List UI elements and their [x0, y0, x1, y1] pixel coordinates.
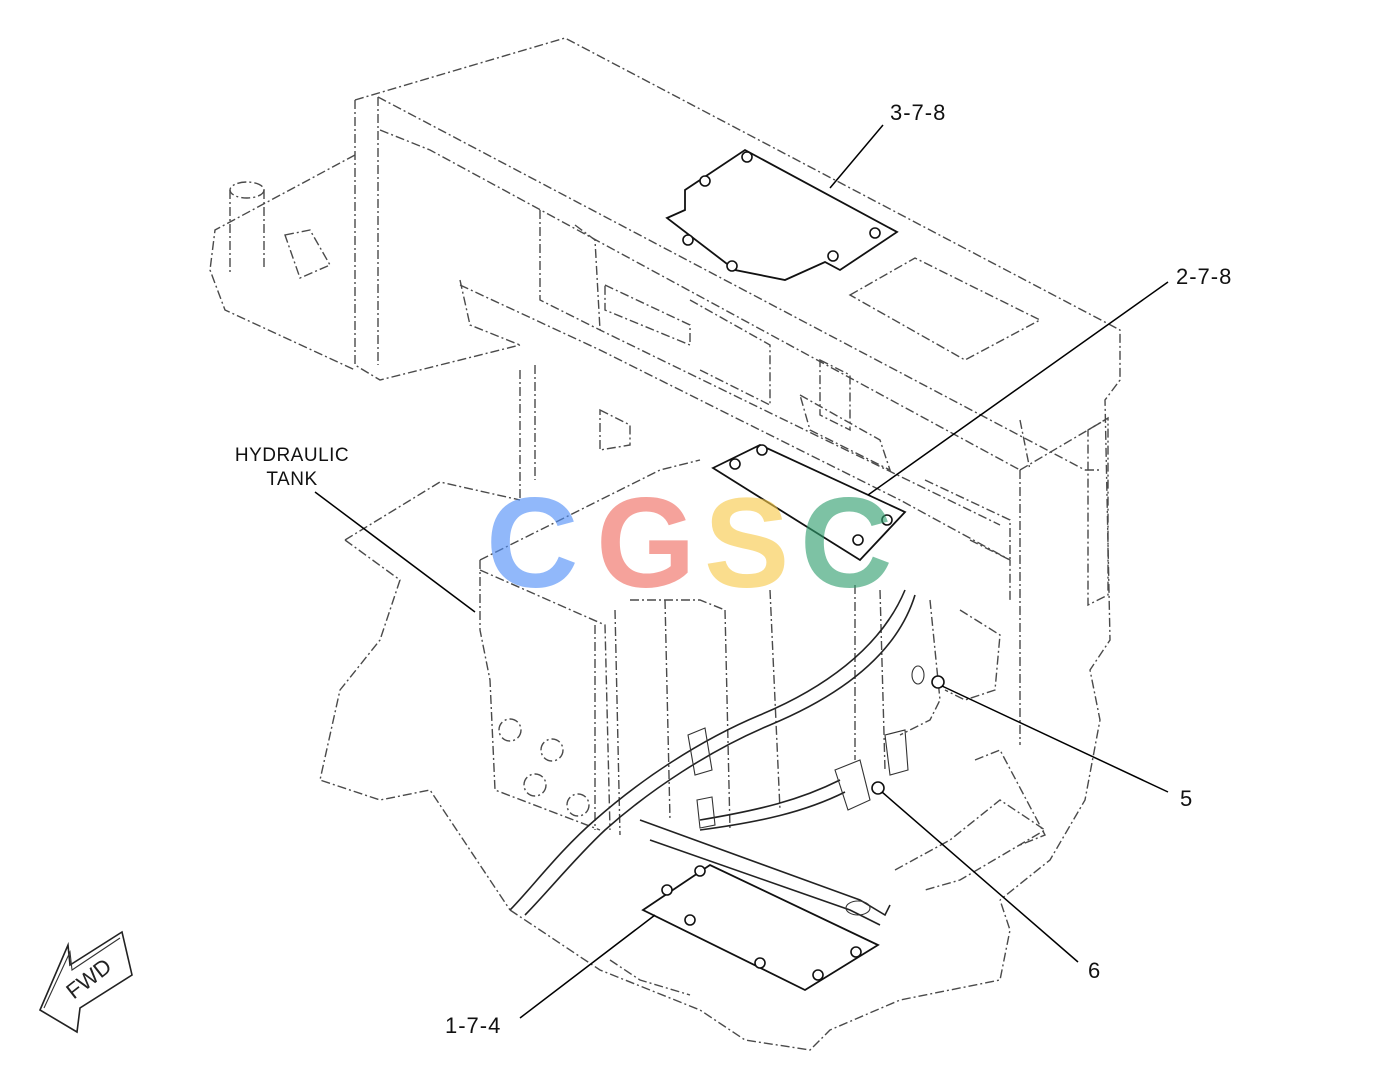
callout-2-7-8: 2-7-8 — [1176, 264, 1233, 289]
leader-3-7-8 — [829, 124, 884, 189]
callout-5: 5 — [1180, 786, 1194, 811]
hydraulic-tank-label: HYDRAULIC TANK — [222, 444, 362, 492]
leader-5 — [941, 685, 1169, 793]
watermark-letter-1: C — [486, 472, 579, 615]
watermark-letter-4: C — [800, 472, 893, 615]
callout-1-7-4: 1-7-4 — [445, 1013, 502, 1038]
leader-6 — [881, 791, 1079, 963]
leader-2-7-8 — [867, 281, 1169, 496]
forward-arrow-icon — [38, 930, 133, 1034]
watermark-letter-3: S — [704, 472, 790, 615]
hydraulic-tank-label-line1: HYDRAULIC — [234, 445, 350, 466]
callout-6: 6 — [1088, 958, 1102, 983]
callout-3-7-8: 3-7-8 — [890, 100, 947, 125]
leader-hydraulic-tank — [314, 491, 476, 613]
leader-1-7-4 — [519, 914, 656, 1019]
hydraulic-tank-label-line2: TANK — [266, 469, 318, 490]
watermark-letter-2: G — [596, 472, 696, 615]
